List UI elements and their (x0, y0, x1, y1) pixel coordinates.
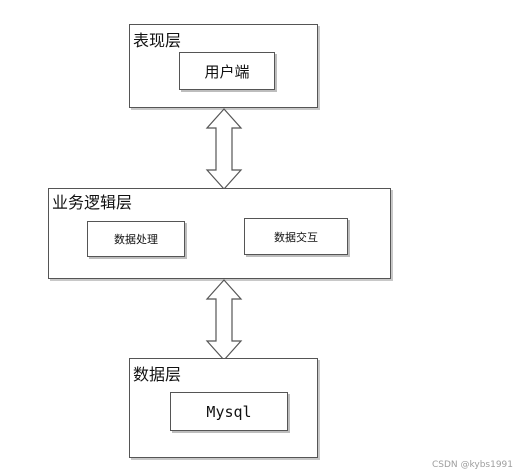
data-interaction-box: 数据交互 (244, 218, 348, 255)
business-layer-box: 业务逻辑层 数据处理 数据交互 (48, 188, 391, 279)
presentation-layer-title: 表现层 (133, 31, 182, 50)
data-layer-title: 数据层 (133, 365, 182, 384)
watermark: CSDN @kybs1991 (431, 460, 513, 470)
data-layer-box: 数据层 Mysql (129, 358, 318, 458)
mysql-box: Mysql (170, 392, 288, 431)
double-arrow-icon (205, 279, 243, 361)
presentation-layer-box: 表现层 用户端 (129, 24, 318, 108)
data-processing-box: 数据处理 (87, 221, 185, 257)
double-arrow-icon (205, 108, 243, 190)
business-layer-title: 业务逻辑层 (52, 193, 133, 212)
user-client-box: 用户端 (179, 52, 275, 90)
